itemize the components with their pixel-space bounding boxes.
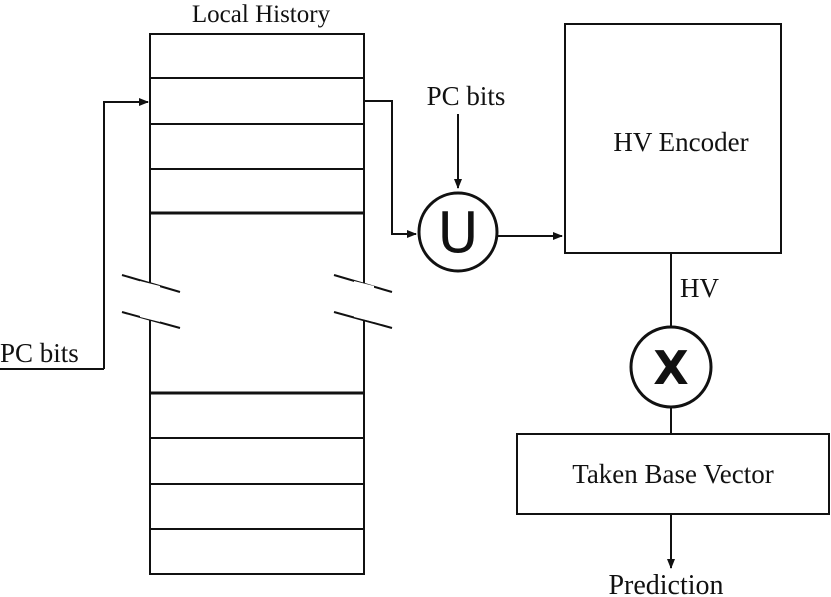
taken-base-vector-box xyxy=(516,433,830,515)
break-gap-right xyxy=(354,281,374,322)
local-history-outline xyxy=(149,33,365,575)
local-history-title: Local History xyxy=(192,1,331,28)
break-mark-left-upper xyxy=(121,274,181,293)
hv-label: HV xyxy=(680,273,719,303)
hv-encoder-box xyxy=(564,23,782,254)
union-circle xyxy=(417,191,499,273)
taken-base-vector-label: Taken Base Vector xyxy=(572,459,774,489)
break-marks xyxy=(121,274,393,329)
prediction-label: Prediction xyxy=(608,570,723,597)
pc-bits-left-label: PC bits xyxy=(0,338,79,368)
union-operator: U xyxy=(417,191,499,273)
break-mark-right-lower xyxy=(333,311,393,329)
local-history-table xyxy=(149,33,365,575)
break-gap-left xyxy=(140,281,160,322)
break-mark-left-lower xyxy=(121,311,181,329)
hv-encoder-label: HV Encoder xyxy=(613,127,748,157)
pc-bits-left-arrow xyxy=(103,98,149,369)
union-symbol: U xyxy=(438,201,479,266)
multiply-symbol: X xyxy=(653,341,688,395)
pc-bits-top-label: PC bits xyxy=(427,81,506,111)
multiply-operator: X xyxy=(629,325,713,409)
history-to-union-arrow xyxy=(364,100,417,238)
